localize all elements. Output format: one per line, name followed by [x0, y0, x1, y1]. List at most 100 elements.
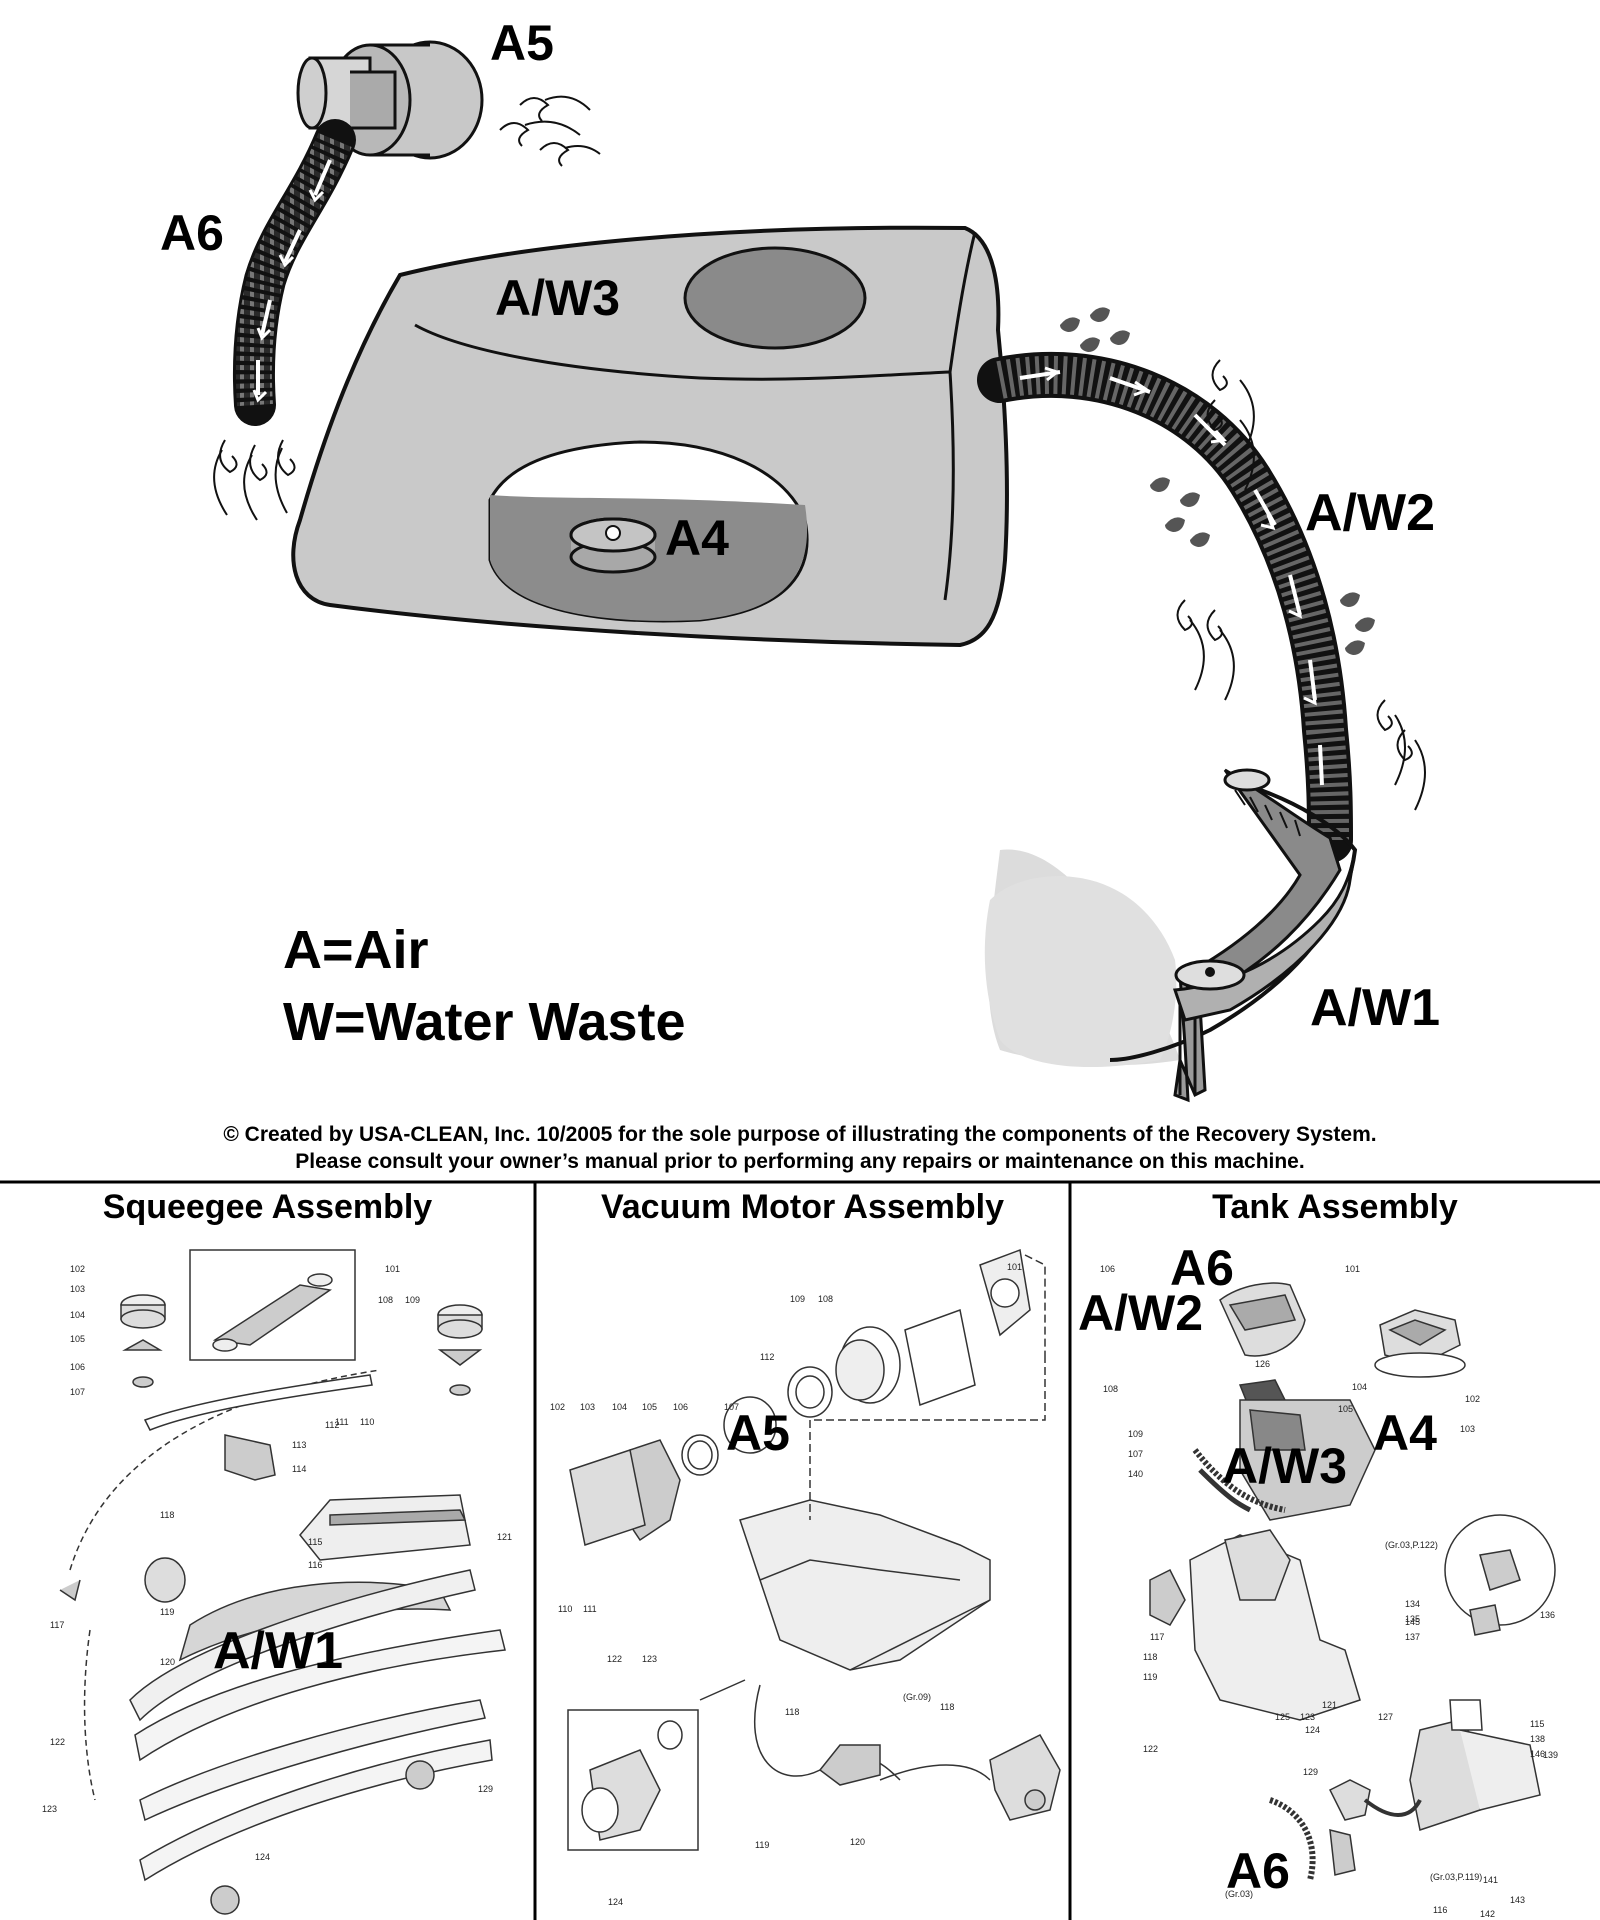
- part-number-label: 124: [1305, 1725, 1320, 1735]
- legend-air: A=Air: [283, 920, 429, 980]
- part-number-label: 121: [1322, 1700, 1337, 1710]
- part-number-label: 119: [160, 1607, 174, 1617]
- panel3-overlay-a4: A4: [1373, 1405, 1437, 1461]
- part-number-label: 122: [50, 1737, 65, 1747]
- part-number-label: 123: [1300, 1712, 1315, 1722]
- part-number-label: 125: [1275, 1712, 1290, 1722]
- part-number-label: 107: [1128, 1449, 1143, 1459]
- part-number-label: 104: [612, 1402, 627, 1412]
- part-number-label: 105: [642, 1402, 657, 1412]
- part-number-label: 102: [70, 1264, 85, 1274]
- part-number-label: 115: [1530, 1719, 1544, 1729]
- part-number-label: 120: [160, 1657, 175, 1667]
- part-number-label: 146: [1530, 1749, 1545, 1759]
- part-number-label: (Gr.03): [1225, 1889, 1253, 1899]
- panel1-overlay-aw1: A/W1: [213, 1622, 343, 1680]
- panel3-overlay-aw2: A/W2: [1078, 1285, 1203, 1341]
- part-number-label: 106: [1100, 1264, 1115, 1274]
- label-aw3: A/W3: [495, 270, 620, 326]
- part-number-label: 101: [1007, 1262, 1022, 1272]
- part-number-label: 136: [1540, 1610, 1555, 1620]
- part-number-label: 103: [70, 1284, 85, 1294]
- panel3-overlay-a6-top: A6: [1170, 1240, 1234, 1296]
- label-a5: A5: [490, 15, 554, 71]
- part-number-label: 122: [607, 1654, 622, 1664]
- part-number-label: 137: [1405, 1632, 1420, 1642]
- label-aw1: A/W1: [1310, 979, 1440, 1037]
- part-number-label: 129: [1303, 1767, 1318, 1777]
- part-number-label: 116: [308, 1560, 322, 1570]
- part-number-label: 143: [1510, 1895, 1525, 1905]
- part-number-label: 101: [385, 1264, 400, 1274]
- legend-water-waste: W=Water Waste: [283, 992, 686, 1052]
- part-number-label: 119: [1143, 1672, 1157, 1682]
- part-number-label: 103: [1460, 1424, 1475, 1434]
- part-number-label: 108: [818, 1294, 833, 1304]
- part-number-label: 111: [335, 1417, 349, 1427]
- part-number-label: 123: [642, 1654, 657, 1664]
- part-number-label: 124: [255, 1852, 270, 1862]
- part-number-label: 101: [1345, 1264, 1360, 1274]
- part-number-label: 129: [478, 1784, 493, 1794]
- vacuum-motor-illustration: [296, 40, 601, 167]
- tank-part-numbers: 1011021031041051061071081091151161171181…: [1100, 1264, 1558, 1919]
- part-number-label: 121: [497, 1532, 512, 1542]
- part-number-label: 108: [1103, 1384, 1118, 1394]
- part-number-label: 113: [292, 1440, 306, 1450]
- label-a6: A6: [160, 205, 224, 261]
- panel3-overlay-a6-bottom: A6: [1226, 1843, 1290, 1899]
- part-number-label: 114: [292, 1464, 306, 1474]
- part-number-label: (Gr.09): [903, 1692, 931, 1702]
- part-number-label: 109: [790, 1294, 805, 1304]
- part-number-label: 123: [42, 1804, 57, 1814]
- squeegee-illustration: [984, 768, 1358, 1103]
- part-number-label: 134: [1405, 1599, 1420, 1609]
- part-number-label: 141: [1483, 1875, 1498, 1885]
- part-number-label: 109: [1128, 1429, 1143, 1439]
- panel2-overlay-a5: A5: [726, 1405, 790, 1461]
- part-number-label: 111: [583, 1604, 597, 1614]
- part-number-label: 138: [1530, 1734, 1545, 1744]
- part-number-label: 110: [558, 1604, 572, 1614]
- label-a4: A4: [665, 510, 729, 566]
- copyright-line-2: Please consult your owner’s manual prior…: [295, 1150, 1305, 1173]
- part-number-label: 116: [1433, 1905, 1447, 1915]
- part-number-label: 109: [405, 1295, 420, 1305]
- part-number-label: 107: [724, 1402, 739, 1412]
- part-number-label: 104: [70, 1310, 85, 1320]
- part-number-label: 106: [70, 1362, 85, 1372]
- part-number-label: 117: [50, 1620, 64, 1630]
- vacuum-hose-illustration: [977, 307, 1426, 863]
- part-number-label: 107: [70, 1387, 85, 1397]
- panel-title-squeegee: Squeegee Assembly: [102, 1188, 433, 1226]
- part-number-label: 118: [785, 1707, 799, 1717]
- part-number-label: 139: [1543, 1750, 1558, 1760]
- part-number-label: 140: [1128, 1469, 1143, 1479]
- part-number-label: 105: [1338, 1404, 1353, 1414]
- part-number-label: 126: [1255, 1359, 1270, 1369]
- recovery-tank-illustration: [291, 225, 1010, 648]
- part-number-label: 120: [850, 1837, 865, 1847]
- part-number-label: 119: [755, 1840, 769, 1850]
- panel3-overlay-aw3: A/W3: [1222, 1438, 1347, 1494]
- part-number-label: 110: [360, 1417, 374, 1427]
- part-number-label: 112: [760, 1352, 774, 1362]
- part-number-label: 102: [1465, 1394, 1480, 1404]
- part-number-label: 145: [1405, 1617, 1420, 1627]
- part-number-label: 105: [70, 1334, 85, 1344]
- part-number-label: 142: [1480, 1909, 1495, 1919]
- part-number-label: 124: [608, 1897, 623, 1907]
- part-number-label: 135: [1405, 1614, 1420, 1624]
- squeegee-assembly-drawing: [59, 1249, 506, 1915]
- part-number-label: 115: [308, 1537, 322, 1547]
- tank-assembly-drawing: [1149, 1282, 1556, 1881]
- part-number-label: (Gr.03,P.122): [1385, 1540, 1438, 1550]
- panel-title-tank: Tank Assembly: [1212, 1188, 1458, 1226]
- part-number-label: 127: [1378, 1712, 1393, 1722]
- part-number-label: 118: [160, 1510, 174, 1520]
- part-number-label: 118: [1143, 1652, 1157, 1662]
- part-number-label: (Gr.03,P.119): [1430, 1872, 1482, 1882]
- part-number-label: 122: [1143, 1744, 1158, 1754]
